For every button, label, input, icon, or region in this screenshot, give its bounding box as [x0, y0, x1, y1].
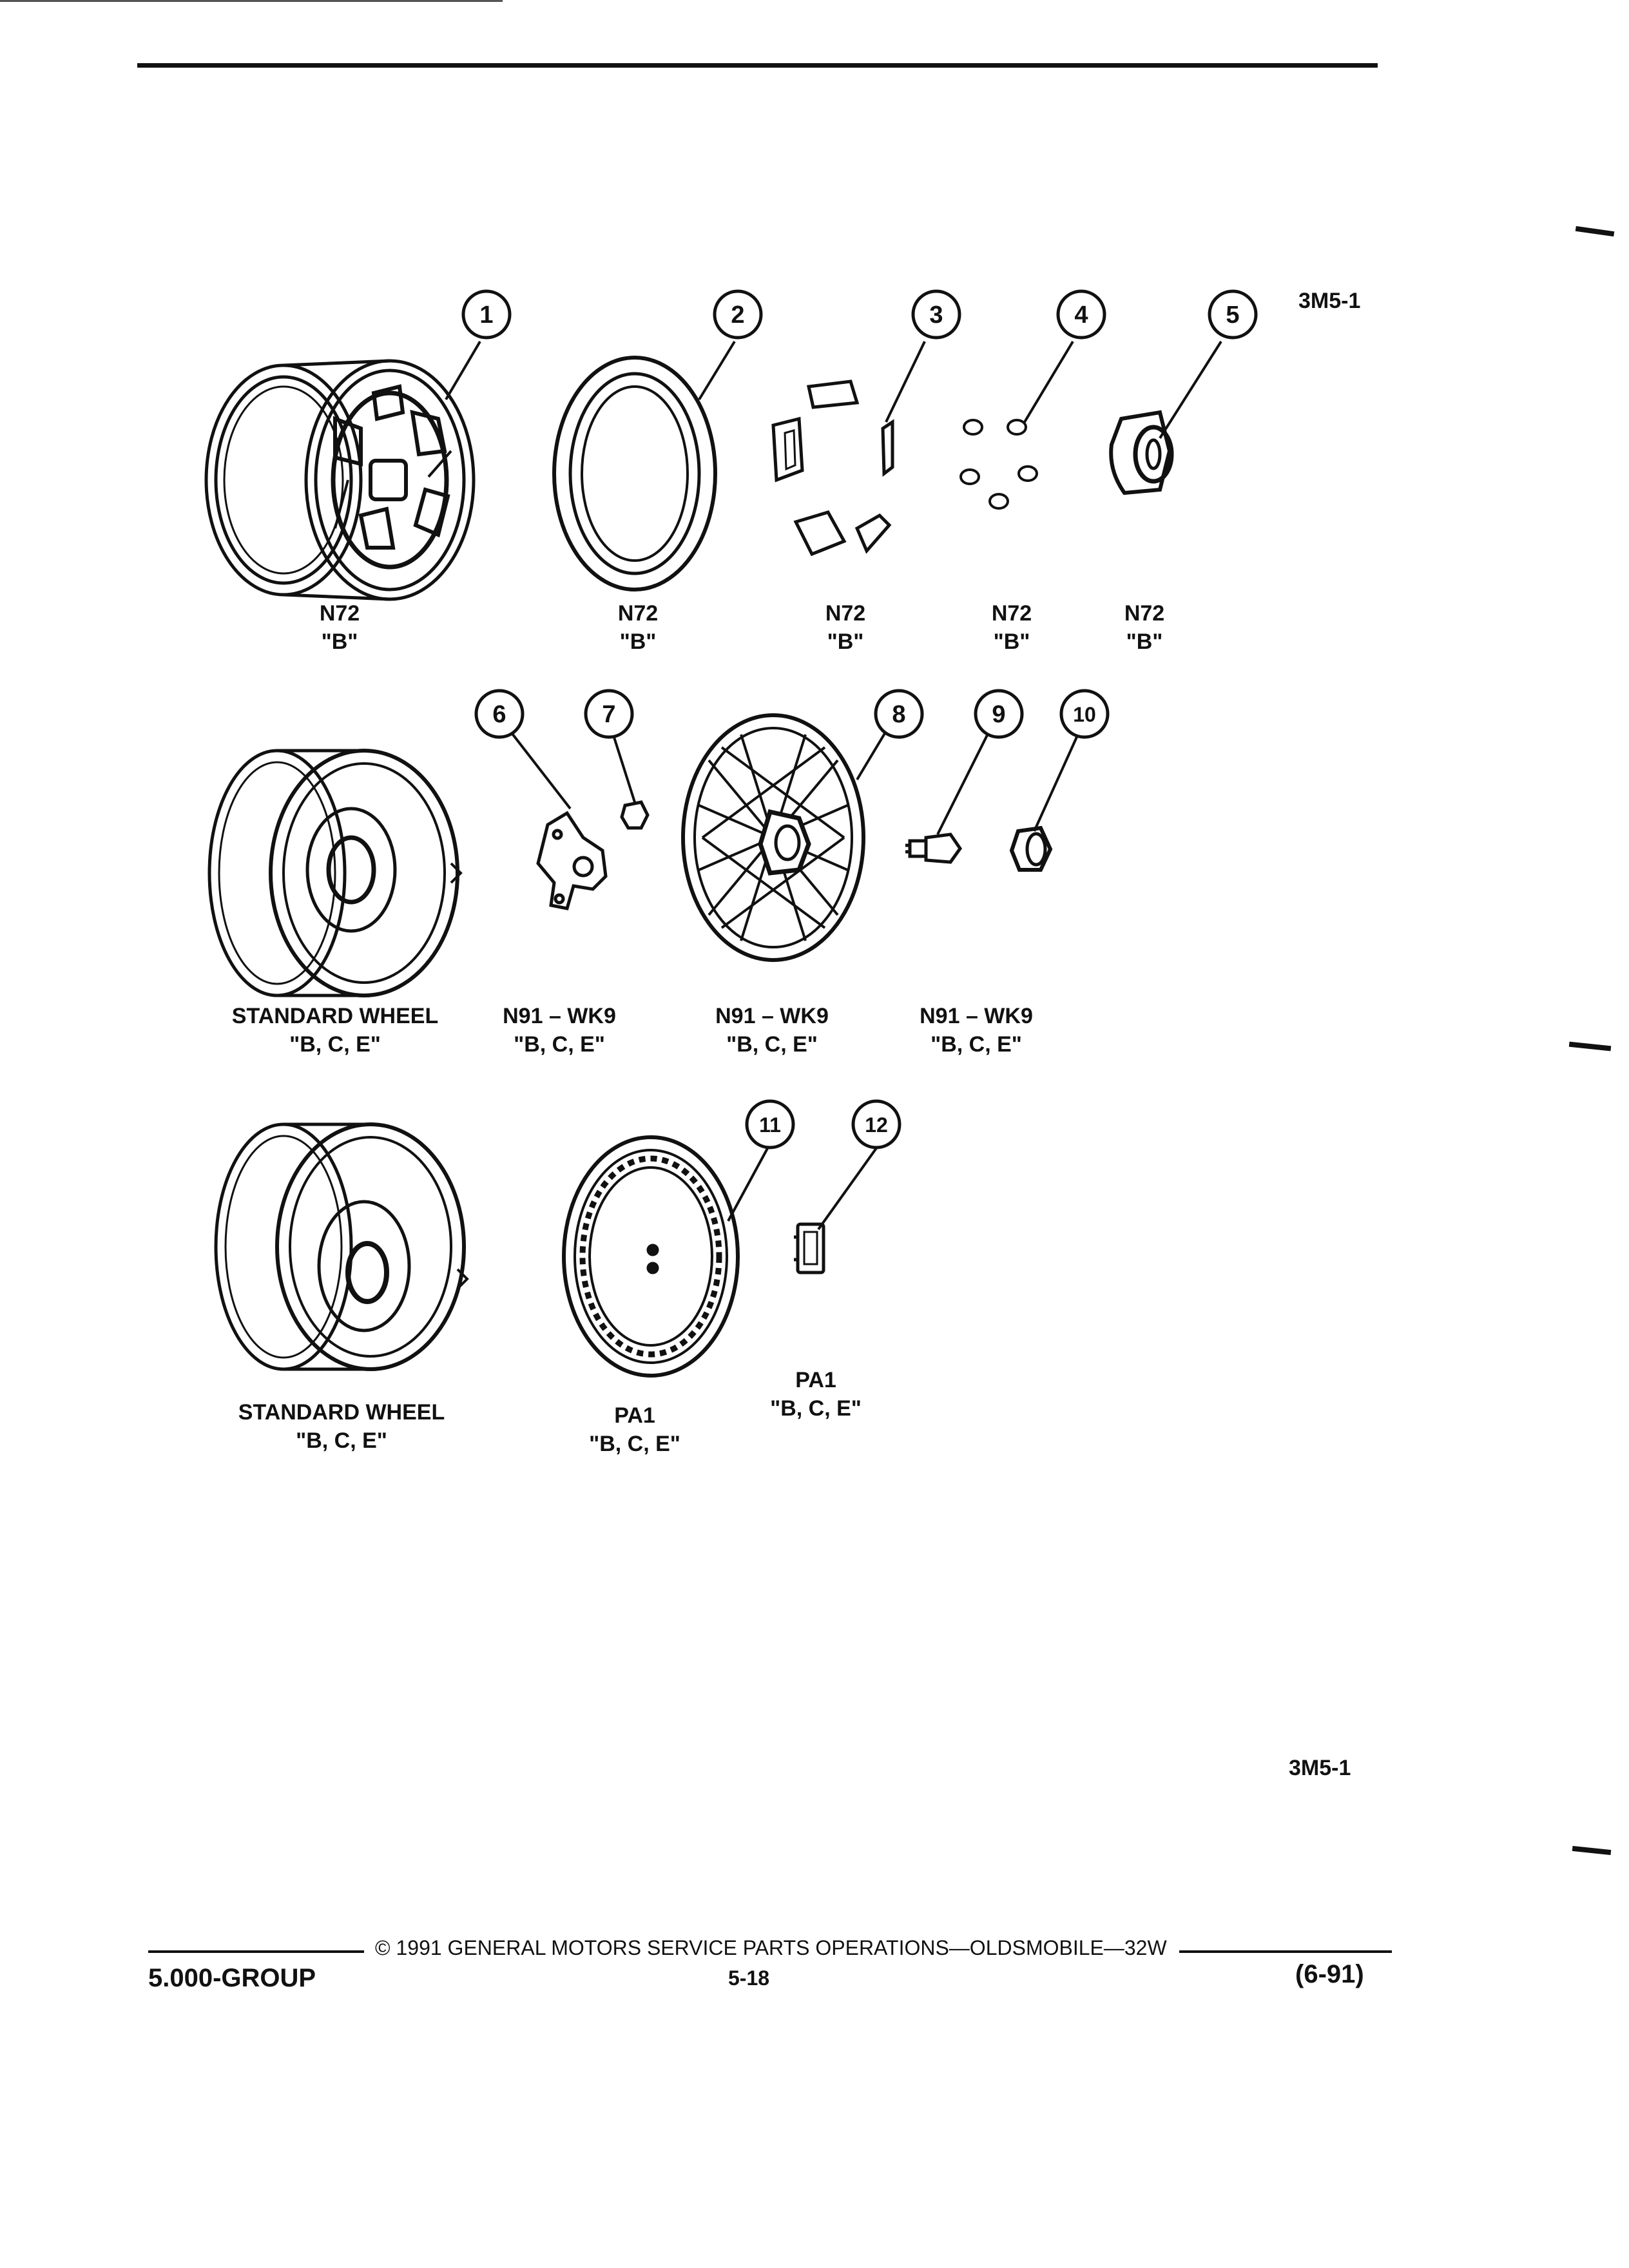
part-10-lock-cap-drawing [1009, 825, 1053, 872]
part-5-center-cap-drawing [1109, 410, 1174, 495]
part-1-styled-wheel-drawing [204, 359, 476, 601]
label-code: N72 [1124, 601, 1165, 626]
label-code: N72 [991, 601, 1032, 626]
footer-copyright: © 1991 GENERAL MOTORS SERVICE PARTS OPER… [375, 1936, 1167, 1959]
svg-text:4: 4 [1074, 302, 1088, 329]
label-code: PA1 [614, 1403, 655, 1428]
label-code: N91 – WK9 [503, 1004, 616, 1028]
callout-1: 1 [461, 289, 512, 340]
svg-text:2: 2 [731, 302, 744, 329]
footer-date: (6-91) [1295, 1960, 1364, 1988]
footer-group: 5.000-GROUP [148, 1964, 316, 1992]
part-8-wire-wheel-cover-drawing [681, 713, 865, 962]
svg-text:12: 12 [865, 1113, 888, 1137]
footer-page-number: 5-18 [728, 1966, 770, 1990]
label-series: "B" [993, 629, 1030, 654]
label-code: STANDARD WHEEL [231, 1004, 439, 1028]
label-series: "B" [827, 629, 864, 654]
label-series: "B" [1126, 629, 1163, 654]
label-series: "B, C, E" [296, 1428, 387, 1453]
callout-12: 12 [851, 1099, 901, 1149]
label-part-12: PA1 "B, C, E" [770, 1366, 862, 1423]
label-part-3: N72 "B" [825, 599, 865, 656]
part-4-lug-nuts-drawing [959, 419, 1038, 510]
part-9-lock-bolt-drawing [905, 832, 963, 864]
callout-11: 11 [745, 1099, 795, 1149]
svg-text:9: 9 [992, 701, 1005, 728]
label-series: "B, C, E" [930, 1032, 1022, 1057]
label-part-11: PA1 "B, C, E" [589, 1401, 680, 1458]
callout-6: 6 [474, 689, 525, 739]
label-code: PA1 [795, 1368, 836, 1392]
label-part-4: N72 "B" [992, 599, 1032, 656]
label-code: N72 [825, 601, 866, 626]
callout-8: 8 [874, 689, 924, 739]
callout-3: 3 [911, 289, 961, 340]
part-7-nut-drawing [620, 800, 650, 830]
label-series: "B" [619, 629, 657, 654]
label-code: N72 [319, 601, 360, 626]
svg-text:1: 1 [479, 302, 493, 329]
callout-4: 4 [1056, 289, 1106, 340]
label-part-5: N72 "B" [1124, 599, 1164, 656]
svg-text:11: 11 [759, 1113, 781, 1137]
callout-2: 2 [713, 289, 763, 340]
leader-lines [445, 340, 1222, 1231]
part-6-bracket-drawing [536, 811, 608, 910]
label-part-8: N91 – WK9 "B, C, E" [715, 1002, 829, 1059]
label-code: N72 [617, 601, 659, 626]
svg-text:8: 8 [892, 701, 905, 728]
callout-5: 5 [1208, 289, 1258, 340]
svg-text:7: 7 [602, 701, 615, 728]
label-series: "B" [321, 629, 358, 654]
label-standard-wheel-row2: STANDARD WHEEL "B, C, E" [232, 1002, 438, 1059]
label-series: "B, C, E" [770, 1396, 862, 1421]
svg-text:5: 5 [1226, 302, 1239, 329]
label-parts-9-10: N91 – WK9 "B, C, E" [920, 1002, 1033, 1059]
scan-edge-line [0, 0, 503, 2]
callout-7: 7 [584, 689, 634, 739]
callout-9: 9 [974, 689, 1024, 739]
part-2-trim-ring-drawing [552, 356, 717, 591]
label-code: STANDARD WHEEL [238, 1400, 445, 1425]
figure-id-bottom: 3M5-1 [1289, 1756, 1351, 1780]
label-part-1: N72 "B" [320, 599, 360, 656]
part-12-emblem-drawing [794, 1222, 825, 1274]
svg-text:10: 10 [1073, 703, 1096, 726]
svg-text:6: 6 [492, 701, 506, 728]
callout-10: 10 [1059, 689, 1110, 739]
label-parts-6-7: N91 – WK9 "B, C, E" [503, 1002, 616, 1059]
figure-id-top: 3M5-1 [1298, 289, 1361, 313]
footer-rule-right [1179, 1950, 1392, 1953]
label-series: "B, C, E" [726, 1032, 818, 1057]
part-11-wheel-cover-drawing [562, 1135, 740, 1378]
row3-standard-wheel-drawing [214, 1122, 469, 1371]
label-part-2: N72 "B" [618, 599, 658, 656]
label-code: N91 – WK9 [920, 1004, 1033, 1028]
svg-text:3: 3 [929, 302, 943, 329]
label-standard-wheel-row3: STANDARD WHEEL "B, C, E" [238, 1398, 445, 1455]
row2-standard-wheel-drawing [207, 749, 463, 997]
part-3-inserts-drawing [771, 380, 894, 557]
header-rule [137, 63, 1378, 68]
footer-rule-left [148, 1950, 364, 1953]
label-series: "B, C, E" [514, 1032, 605, 1057]
label-code: N91 – WK9 [715, 1004, 829, 1028]
label-series: "B, C, E" [289, 1032, 381, 1057]
label-series: "B, C, E" [589, 1432, 680, 1456]
